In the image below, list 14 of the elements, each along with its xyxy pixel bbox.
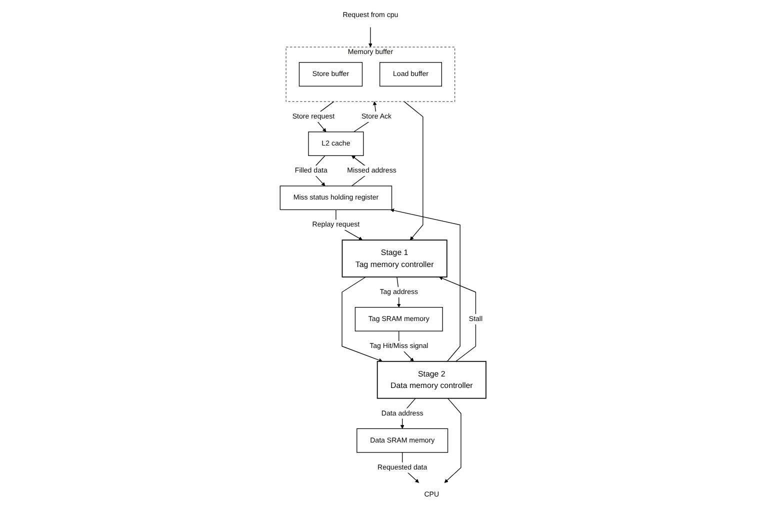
node-box: [342, 240, 448, 278]
node-box: [280, 186, 393, 210]
node-box: [355, 307, 444, 332]
node-box: [380, 62, 442, 86]
arrow: [404, 101, 424, 240]
node-box: [357, 428, 449, 453]
arrow: [368, 26, 373, 48]
node-box: [377, 360, 487, 399]
arrow: [444, 398, 462, 483]
arrow: [439, 276, 476, 362]
node-box: [308, 132, 364, 156]
arrow: [342, 276, 384, 362]
node-box: [299, 62, 363, 86]
cluster: [286, 46, 456, 102]
